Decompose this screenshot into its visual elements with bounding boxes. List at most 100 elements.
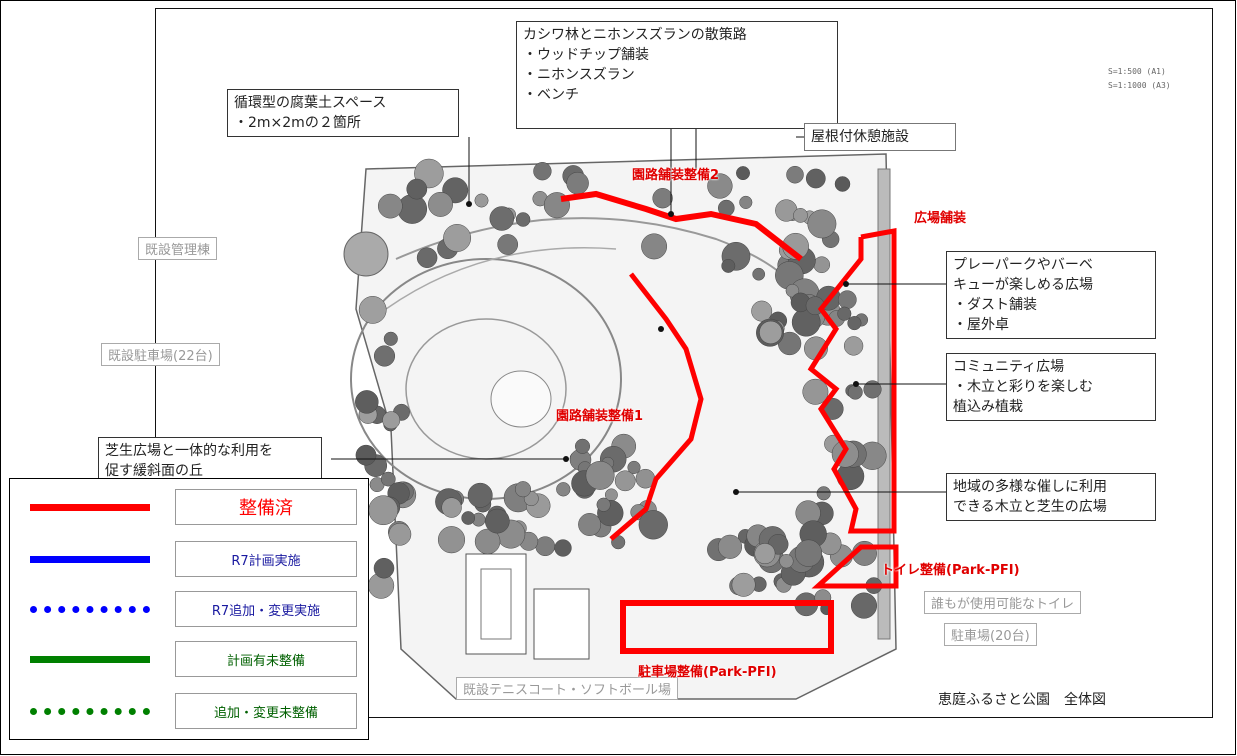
tree-canopy [813,256,831,274]
compost-title: 循環型の腐葉土スペース [234,95,387,111]
label-plaza-paving: 広場舗装 [914,211,967,226]
tree-canopy [461,511,476,525]
legend-row-r7-plan: R7計画実施 [10,539,370,583]
label-tennis: 既設テニスコート・ソフトボール場 [456,677,679,700]
scale-note-1: S=1:500 (A1) [1108,67,1166,76]
legend-swatch-added-unbuilt [30,708,150,715]
park-plan-drawing [331,121,946,700]
tree-canopy [802,378,829,405]
play-park-line-2: キューが楽しめる広場 [953,277,1093,293]
label-admin-building: 既設管理棟 [138,237,218,260]
tree-canopy [863,380,882,399]
tree-canopy [721,258,736,273]
label-path-works-1: 園路舗装整備1 [556,409,644,424]
tree-canopy [731,572,756,597]
callout-community-plaza: コミュニティ広場 ・木立と彩りを楽しむ 植込み植栽 [946,353,1156,421]
tree-canopy [489,206,515,231]
tree-canopy [752,267,766,281]
tree-canopy [759,320,783,344]
tree-canopy [355,444,377,466]
walking-path-title: カシワ林とニホンスズランの散策路 [523,27,747,43]
walking-path-item-2: ・ニホンスズラン [523,67,635,83]
tree-canopy [834,176,851,192]
tree-canopy [805,168,826,189]
tree-canopy [383,331,398,346]
tree-canopy [578,513,602,536]
tree-canopy [355,390,379,414]
label-path-works-2: 園路舗装整備2 [632,168,720,183]
central-circle [490,370,552,428]
tree-canopy [754,543,776,565]
tree-canopy [556,482,571,497]
leader-lines [331,121,946,493]
label-parking-22: 既設駐車場(22台) [101,343,220,366]
label-parking-20: 駐車場(20台) [944,623,1037,646]
tree-canopy [437,526,466,554]
shelter-label: 屋根付休憩施設 [811,129,909,145]
tree-canopy [843,336,864,356]
tree-canopy [717,534,743,559]
tree-canopy [847,384,863,400]
tree-canopy [373,557,395,579]
legend-label-r7-change: R7追加・変更実施 [175,591,357,627]
play-park-item-2: ・屋外卓 [953,317,1009,333]
toilet-works-outline [811,544,899,589]
tree-canopy [739,195,753,209]
admin-building-shape [343,231,389,277]
legend-row-added-unbuilt: 追加・変更未整備 [10,691,370,735]
walking-path-item-1: ・ウッドチップ舗装 [523,47,649,63]
tree-canopy [779,554,794,569]
tree-canopy [388,522,412,546]
play-park-line-1: プレーパークやバーベ [953,257,1093,273]
tree-canopy [554,539,572,557]
sheet-title: 恵庭ふるさと公園 全体図 [938,692,1106,708]
tree-canopy [837,306,852,321]
east-strip [877,168,891,640]
legend-swatch-r7-change [30,606,150,613]
scale-note-2: S=1:1000 (A3) [1108,81,1171,90]
tree-canopy [474,193,489,208]
tree-canopy [614,470,636,492]
tree-canopy [837,290,857,310]
community-line-2: 植込み植栽 [953,399,1023,415]
legend-row-planned-unbuilt: 計画有未整備 [10,639,370,683]
tree-canopy [627,460,641,474]
tree-canopy [533,162,552,181]
tree-canopy [467,482,493,508]
community-line-1: ・木立と彩りを楽しむ [953,379,1093,395]
event-lawn-line-1: 地域の多様な催しに利用 [953,479,1107,495]
tree-canopy [794,539,823,567]
legend-label-added-unbuilt: 追加・変更未整備 [175,693,357,729]
legend: 整備済 R7計画実施 R7追加・変更実施 計画有未整備 追加・変更未整備 [9,478,369,740]
tree-canopy [443,224,472,252]
tree-canopy [377,193,403,219]
tree-canopy [847,316,862,331]
tree-canopy [382,411,401,430]
label-toilet-works: トイレ整備(Park-PFI) [881,563,1020,578]
tree-canopy [535,536,556,557]
legend-swatch-r7-plan [30,556,150,563]
tree-canopy [707,173,733,199]
tree-canopy [641,233,668,260]
tree-canopy [786,165,804,184]
legend-swatch-planned-unbuilt [30,656,150,663]
tree-canopy [380,471,396,487]
legend-row-completed: 整備済 [10,487,370,531]
legend-label-r7-plan: R7計画実施 [175,541,357,577]
tree-canopy [514,481,532,498]
event-lawn-line-2: できる木立と芝生の広場 [953,499,1107,515]
label-parking-works: 駐車場整備(Park-PFI) [638,665,777,680]
play-park-item-1: ・ダスト舗装 [953,297,1037,313]
tree-canopy [736,166,750,181]
tree-canopy [596,497,611,512]
tree-canopy [816,486,831,501]
label-accessible-toilet: 誰もが使用可能なトイレ [924,591,1082,614]
callout-gentle-slope: 芝生広場と一体的な利用を 促す緩斜面の丘 [98,437,322,485]
tree-canopy [428,191,453,217]
path-works-1-line [609,272,704,541]
tree-canopy [850,592,878,619]
community-title: コミュニティ広場 [953,359,1065,375]
callout-shelter: 屋根付休憩施設 [804,123,956,151]
tree-canopy [638,510,668,540]
